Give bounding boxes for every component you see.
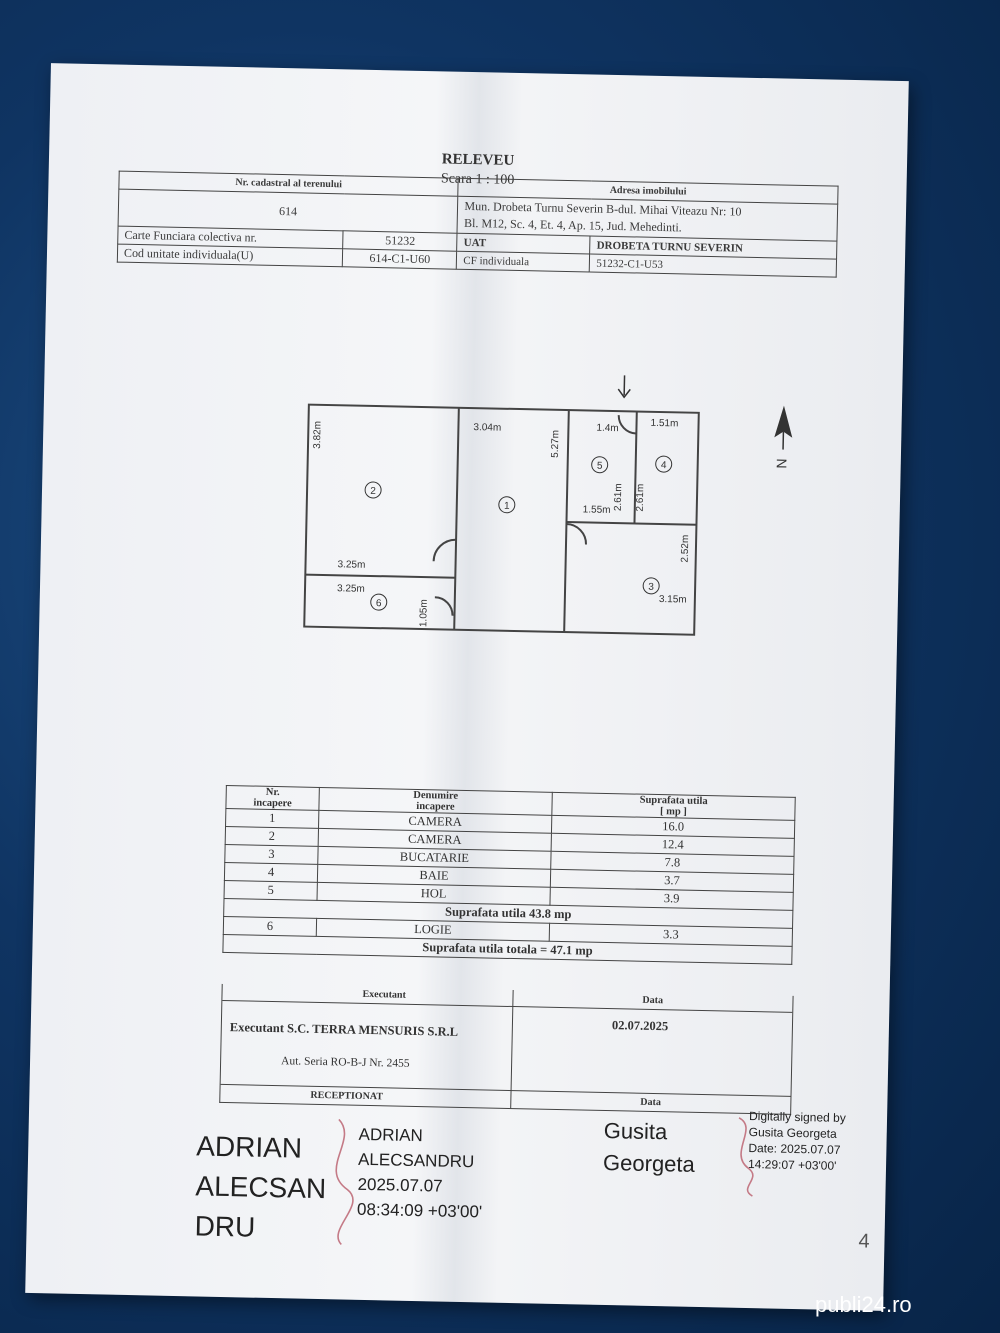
executant-label: Executant [362,988,406,1001]
cadastral-header-table: Nr. cadastral al terenului Adresa imobil… [117,171,839,278]
executant-date: 02.07.2025 [611,1018,669,1034]
dim-r5-h: 2.61m [613,483,625,511]
room-label-4: 4 [661,460,667,471]
room-marker-1 [498,496,516,514]
dim-r5-w2: 1.55m [583,504,611,516]
room-marker-5 [591,456,609,474]
room-label-2: 2 [370,486,376,497]
row-nr: 5 [224,880,318,901]
room-marker-4 [655,455,673,473]
page-mark: 4 [858,1230,870,1253]
door-arc-r6 [434,596,454,616]
floor-plan: 3.82m 3.25m 3.25m 1.05m 3.04m 5.27m 1.4m… [303,375,700,636]
dim-r6-h: 1.05m [418,599,430,627]
dim-r2-h: 3.82m [312,421,324,449]
wall-r1-r5 [563,410,570,633]
dim-r1-w: 3.04m [473,422,501,434]
rooms-summary-table: Nr. incapere Denumire incapere Suprafata… [222,785,796,965]
room-label-1: 1 [504,501,510,512]
receptionat-label: RECEPTIONAT [310,1089,384,1103]
col-nr-header: Nr. incapere [225,785,320,811]
door-arc-r2 [432,538,457,562]
wall-r5-r4 [633,411,638,524]
north-label: N [774,458,790,468]
dim-r1-h: 5.27m [550,430,562,458]
digital-signature-info: Digitally signed by Gusita Georgeta Date… [748,1108,846,1174]
door-arc-r3 [566,523,588,545]
sig-right-line2: Georgeta [602,1149,696,1177]
dim-r3-w: 3.15m [659,594,687,606]
cod-unitate-value: 614-C1-U60 [342,248,458,270]
cf-colectiva-value: 51232 [343,230,458,252]
cod-unitate-label: Cod unitate individuala(U) [117,244,344,267]
document-sheet: RELEVEU Scara 1 : 100 Nr. cadastral al t… [25,63,909,1311]
executant-block: Executant Data Executant S.C. TERRA MENS… [219,983,794,1115]
door-arc-entry [617,415,637,435]
wall-r2-r1 [453,407,460,630]
row-nr: 2 [225,826,319,847]
sig-right-line1: Gusita [603,1117,668,1145]
handwritten-signature-left [335,1118,354,1246]
sig-right-small4: 14:29:07 +03'00' [747,1156,837,1173]
row-nr: 4 [224,862,318,883]
room-label-3: 3 [648,582,654,593]
wall-r2-r6 [305,573,456,579]
room-label-6: 6 [376,598,382,609]
watermark-logo: publi24.ro [815,1292,912,1317]
executant-rule [222,999,793,1013]
room-marker-2 [364,481,382,499]
room-marker-6 [370,593,388,611]
dim-r5-w: 1.4m [596,423,618,434]
dim-r2-w: 3.25m [337,559,365,571]
outer-wall [303,403,700,636]
row-nr: 1 [225,808,319,829]
cf-individuala-value: 51232-C1-U53 [589,253,837,278]
cf-individuala-label: CF individuala [456,251,591,272]
receptionat-rule [220,1083,791,1097]
signature-right-name: Gusita Georgeta [603,1115,696,1181]
wall-r5-r3 [566,521,697,526]
room-label-5: 5 [597,461,603,472]
entry-arrow-icon [617,375,631,399]
executant-name: Executant S.C. TERRA MENSURIS S.R.L [229,1020,459,1039]
dim-r6-w: 3.25m [337,583,365,595]
row-nr: 6 [223,916,317,937]
data2-label: Data [640,1096,662,1109]
authorization: Aut. Seria RO-B-J Nr. 2455 [280,1055,410,1070]
dim-r4-w: 1.51m [650,418,678,430]
dim-r4-h: 2.61m [635,484,647,512]
dim-r3-h: 2.52m [680,535,692,563]
row-nr: 3 [224,844,319,865]
data-label: Data [642,994,664,1007]
handwritten-signature-right [738,1117,754,1197]
room-marker-3 [642,577,660,595]
north-arrow-icon: N [774,405,793,469]
